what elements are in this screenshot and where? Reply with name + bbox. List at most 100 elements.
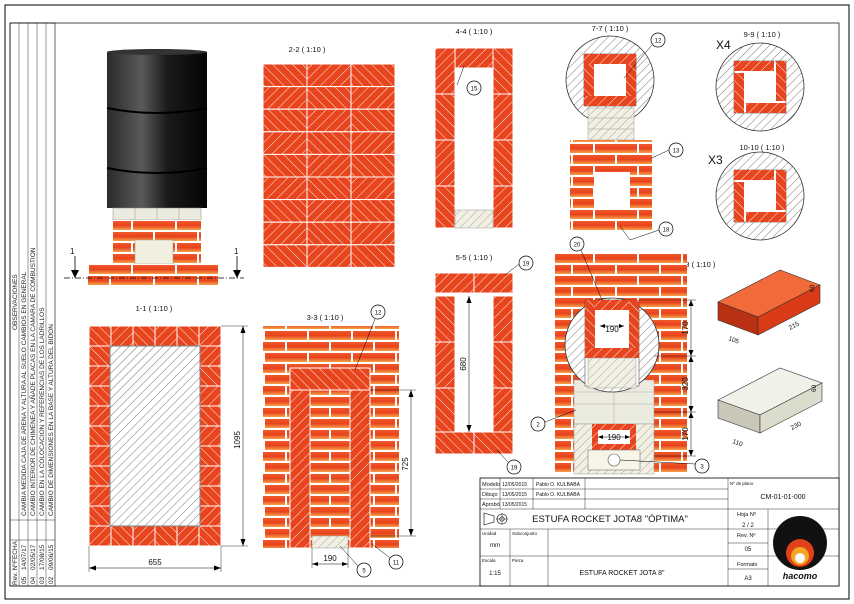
brick	[88, 465, 111, 487]
view-title-10-10: 10-10 ( 1:10 )	[739, 143, 785, 152]
balloon-19-top: 19	[523, 262, 530, 268]
section-mark-left: 1	[70, 247, 75, 256]
dim-320: 320	[681, 377, 690, 391]
view-title-1-1: 1-1 ( 1:10 )	[136, 304, 173, 313]
balloon-20: 20	[574, 243, 581, 249]
brick	[306, 86, 352, 110]
tb-subconjunto-label: Subconjunto	[512, 531, 538, 536]
strip-obs-4: CAMBIO DE DIMENSIONES EN LA BASE Y ALTUR…	[48, 324, 55, 516]
view-2-2: 2-2 ( 1:10 )	[262, 45, 396, 268]
brick	[88, 365, 111, 387]
projection-symbol-icon	[483, 512, 508, 526]
balloon-15: 15	[471, 87, 478, 93]
tb-plano: CM-01-01-000	[760, 494, 805, 501]
brick	[199, 465, 222, 487]
view-title-4-4: 4-4 ( 1:10 )	[456, 27, 493, 36]
brick	[350, 153, 396, 178]
brick	[350, 63, 396, 88]
logo-text: hacomo	[783, 571, 818, 581]
view-5-5: 5-5 ( 1:10 ) 680 19 19	[434, 253, 534, 475]
strip-obs-2: CAMBIO INTERIOR DE CHIMENEA Y AÑADE PLAC…	[28, 247, 37, 516]
tb-pieza-label: Pieza	[512, 558, 524, 563]
brick	[262, 221, 308, 246]
tb-unidad-label: Unidad	[482, 531, 497, 536]
balloon-19-bottom: 19	[511, 466, 518, 472]
brick	[350, 131, 396, 155]
tb-formato-label: Formato	[737, 562, 757, 568]
hacomo-logo: hacomo	[773, 516, 827, 581]
brick	[306, 176, 352, 201]
brick	[88, 425, 111, 447]
view-title-5-5: 5-5 ( 1:10 )	[456, 253, 493, 262]
dim-725: 725	[401, 457, 410, 471]
view-1-1: 1-1 ( 1:10 ) 1095 655	[88, 304, 248, 572]
tb-escala-label: Escala	[482, 558, 496, 563]
revision-strip: Rev. Nº FECHA OBSERVACIONES 05 14/07/17 …	[9, 22, 56, 587]
dim-190-33: 190	[323, 554, 337, 563]
brick	[199, 365, 222, 387]
brick	[306, 153, 352, 178]
brick	[132, 325, 156, 347]
balloon-12-top: 12	[655, 39, 662, 45]
tb-hoja-label: Hoja Nº	[737, 511, 756, 518]
view-3-3: 3-3 ( 1:10 ) 12 725 190 5 11	[263, 304, 416, 578]
red-brick-w: 215	[788, 320, 801, 331]
view-8-8: 8-8 ( 1:10 ) 190 190	[530, 236, 716, 475]
tb-plano-label: Nº de plano	[730, 481, 754, 486]
tb-name-1: Pablo O. KULBABA	[536, 482, 581, 488]
brick	[88, 385, 111, 407]
brick	[306, 199, 352, 223]
brick	[199, 385, 222, 407]
red-brick-d: 105	[727, 335, 740, 345]
tb-modelo-label: Modelo	[482, 482, 500, 488]
dim-1095: 1095	[233, 431, 242, 449]
brick	[306, 221, 352, 246]
strip-date-4: 09/06/15	[48, 544, 55, 570]
white-brick-iso: 60 230 110	[717, 367, 823, 449]
strip-header-obs: OBSERVACIONES	[12, 274, 19, 330]
white-brick-h: 60	[811, 384, 818, 392]
brick	[306, 108, 352, 133]
brick	[110, 325, 134, 347]
brick	[306, 63, 352, 88]
strip-rev-3: 03	[39, 576, 46, 584]
strip-rev-2: 04	[30, 576, 37, 584]
brick	[199, 405, 222, 427]
dim-655: 655	[148, 558, 162, 567]
view-4-4: 4-4 ( 1:10 ) 15	[434, 27, 514, 229]
balloon-5: 5	[362, 569, 366, 575]
tb-date-1: 12/05/2015	[502, 482, 527, 488]
view-title-8-8: 8-8 ( 1:10 )	[679, 260, 716, 269]
brick	[350, 176, 396, 201]
brick	[262, 86, 308, 110]
tb-date-2: 13/05/2015	[502, 492, 527, 498]
balloon-2: 2	[536, 423, 540, 429]
multiplier-x3: X3	[708, 153, 723, 167]
balloon-13: 13	[673, 149, 680, 155]
dim-680: 680	[459, 357, 468, 371]
balloon-12-33: 12	[375, 311, 382, 317]
tb-escala: 1:15	[489, 571, 501, 577]
view-title-7-7: 7-7 ( 1:10 )	[592, 24, 629, 33]
brick	[88, 325, 112, 347]
brick	[262, 63, 308, 88]
brick	[306, 131, 352, 155]
balloon-3: 3	[700, 465, 704, 471]
multiplier-x4: X4	[716, 38, 731, 52]
dim-190-88-top: 190	[605, 325, 619, 334]
white-brick-d: 110	[731, 438, 743, 448]
strip-date-2: 02/05/17	[30, 544, 37, 570]
tb-rev-label: Rev. Nº	[737, 532, 755, 539]
brick	[199, 425, 222, 447]
brick	[88, 485, 111, 507]
brick	[262, 199, 308, 223]
strip-obs-1: CAMBIA MEDIDA CAJA DE ARENA Y ALTURA AL …	[21, 271, 28, 516]
view-title-9-9: 9-9 ( 1:10 )	[744, 30, 781, 39]
tb-unidad: mm	[490, 543, 500, 549]
strip-header-date: FECHA	[12, 540, 19, 563]
dim-170-top: 170	[681, 321, 690, 335]
brick	[350, 108, 396, 133]
tb-formato: A3	[744, 576, 752, 582]
tb-dibujo-label: Dibujo	[482, 492, 498, 498]
brick	[350, 199, 396, 223]
